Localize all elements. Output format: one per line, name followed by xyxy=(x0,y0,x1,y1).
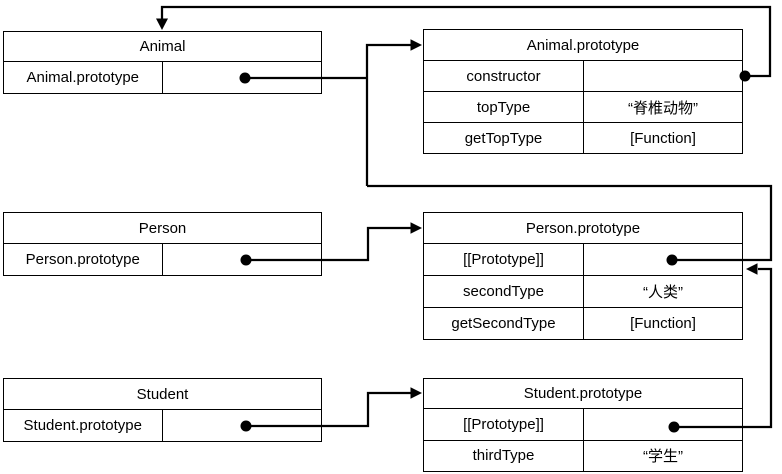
property-value: [Function] xyxy=(630,315,696,332)
property-key: [[Prototype]] xyxy=(424,244,584,275)
arrowhead-right-icon xyxy=(410,222,422,234)
arrowhead-right-icon xyxy=(410,39,422,51)
function-box-student-title: Student xyxy=(4,379,321,410)
prototype-table-student: Student.prototype [[Prototype]] thirdTyp… xyxy=(423,378,743,472)
prototype-ref-value-slot xyxy=(163,244,322,275)
property-value xyxy=(584,244,742,275)
property-value: “人类” xyxy=(643,284,683,301)
table-row: Animal.prototype xyxy=(4,61,322,94)
table-row: [[Prototype]] xyxy=(424,243,742,275)
prototype-table-student-title: Student.prototype xyxy=(523,385,643,402)
table-row: constructor xyxy=(424,60,742,91)
property-key: constructor xyxy=(424,61,584,91)
function-box-person-title: Person xyxy=(4,213,321,244)
property-key: topType xyxy=(424,92,584,122)
property-key: getTopType xyxy=(424,123,584,153)
table-row: thirdType “学生” xyxy=(424,439,742,471)
property-value: “脊椎动物” xyxy=(628,99,698,117)
function-box-animal: Animal Animal.prototype xyxy=(3,31,322,94)
property-key: [[Prototype]] xyxy=(424,409,584,440)
prototype-ref-key: Animal.prototype xyxy=(4,61,163,93)
prototype-table-animal-title: Animal.prototype xyxy=(526,36,640,54)
property-key: thirdType xyxy=(424,440,584,471)
prototype-ref-key: Student.prototype xyxy=(4,410,163,441)
prototype-ref-value-slot xyxy=(163,410,322,441)
prototype-ref-key: Person.prototype xyxy=(4,244,163,275)
table-row: getTopType [Function] xyxy=(424,122,742,153)
table-row: secondType “人类” xyxy=(424,275,742,307)
table-row: [[Prototype]] xyxy=(424,408,742,440)
table-row: topType “脊椎动物” xyxy=(424,91,742,122)
prototype-ref-value-slot xyxy=(163,62,322,94)
arrowhead-right-icon xyxy=(410,387,422,399)
prototype-table-animal: Animal.prototype constructor topType “脊椎… xyxy=(423,29,743,154)
prototype-table-person: Person.prototype [[Prototype]] secondTyp… xyxy=(423,212,743,340)
prototype-table-person-title: Person.prototype xyxy=(525,219,641,237)
arrowhead-down-icon xyxy=(156,18,168,30)
function-box-student: Student Student.prototype xyxy=(3,378,322,442)
table-row: Person.prototype xyxy=(4,244,321,275)
property-value: [Function] xyxy=(630,129,696,147)
table-row: getSecondType [Function] xyxy=(424,307,742,339)
property-value xyxy=(584,409,742,440)
property-value xyxy=(584,61,742,91)
arrowhead-left-icon xyxy=(746,263,758,275)
property-key: getSecondType xyxy=(424,308,584,339)
property-value: “学生” xyxy=(643,448,683,466)
property-key: secondType xyxy=(424,276,584,307)
table-row: Student.prototype xyxy=(4,410,321,441)
function-box-person: Person Person.prototype xyxy=(3,212,322,276)
function-box-animal-title: Animal xyxy=(4,32,321,62)
